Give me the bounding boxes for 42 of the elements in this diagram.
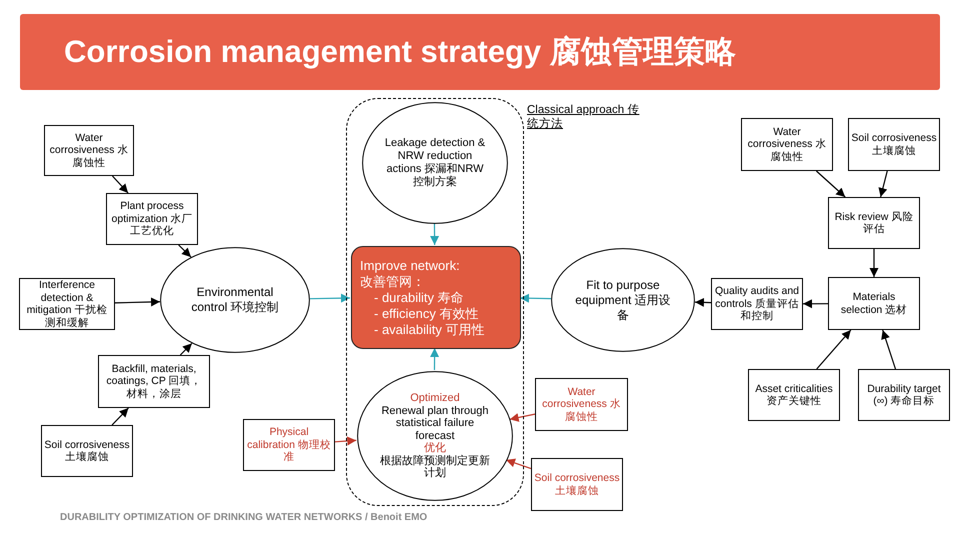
process-box: Backfill, materials, coatings, CP 回填，材料，涂层 <box>98 355 210 408</box>
arrow <box>310 294 350 303</box>
highlight-box: Improve network: 改善管网： - durability 寿命 - efficiency 有效性 - availability 可用性 <box>351 246 521 349</box>
process-box: Physical calibration 物理校准 <box>243 419 335 471</box>
arrow <box>881 330 896 370</box>
arrow <box>870 249 878 277</box>
process-box: Quality audits and controls 质量评估和控制 <box>711 278 803 330</box>
process-box: Risk review 风险评估 <box>828 197 920 249</box>
arrow <box>878 170 888 198</box>
title-banner: Corrosion management strategy 腐蚀管理策略 <box>20 14 940 90</box>
arrow <box>506 458 532 470</box>
process-box: Plant process optimization 水厂工艺优化 <box>106 193 198 245</box>
process-box: Materials selection 选材 <box>828 277 920 330</box>
arrow <box>180 342 192 356</box>
process-ellipse: Optimized Renewal plan through statistical failure forecast 优化 根据故障预测制定更新计划 <box>357 371 513 501</box>
arrow <box>334 436 356 446</box>
arrow <box>112 176 129 194</box>
arrow <box>694 298 712 307</box>
process-ellipse: Leakage detection & NRW reduction actions 探漏和NRW控制方案 <box>362 102 508 224</box>
process-ellipse: Fit to purpose equipment 适用设备 <box>551 248 695 352</box>
arrow <box>430 223 440 245</box>
arrow <box>520 294 552 303</box>
arrow <box>430 348 440 370</box>
process-box: Soil corrosiveness 土壤腐蚀 <box>848 118 940 171</box>
arrow <box>816 170 846 198</box>
process-box: Interference detection & mitigation 干扰检测和缓解 <box>19 278 115 330</box>
process-box: Soil corrosiveness 土壤腐蚀 <box>531 458 623 511</box>
process-box: Soil corrosiveness 土壤腐蚀 <box>41 425 133 477</box>
process-box: Water corrosiveness 水腐蚀性 <box>535 378 628 431</box>
group-label: Classical approach 传统方法 <box>527 103 640 131</box>
process-box: Durability target (∞) 寿命目标 <box>858 369 950 421</box>
footer-text: DURABILITY OPTIMIZATION OF DRINKING WATER NETWORKS / Benoit EMO <box>60 512 428 523</box>
arrow <box>803 299 828 308</box>
arrow <box>816 330 852 370</box>
process-box: Water corrosiveness 水腐蚀性 <box>741 118 833 171</box>
arrow <box>178 244 192 258</box>
process-box: Asset criticalities 资产关键性 <box>748 369 840 421</box>
arrow <box>510 413 536 422</box>
arrow <box>114 298 160 306</box>
arrow <box>112 408 129 426</box>
process-box: Water corrosiveness 水腐蚀性 <box>44 125 134 176</box>
process-ellipse: Environmental control 环境控制 <box>160 247 310 353</box>
